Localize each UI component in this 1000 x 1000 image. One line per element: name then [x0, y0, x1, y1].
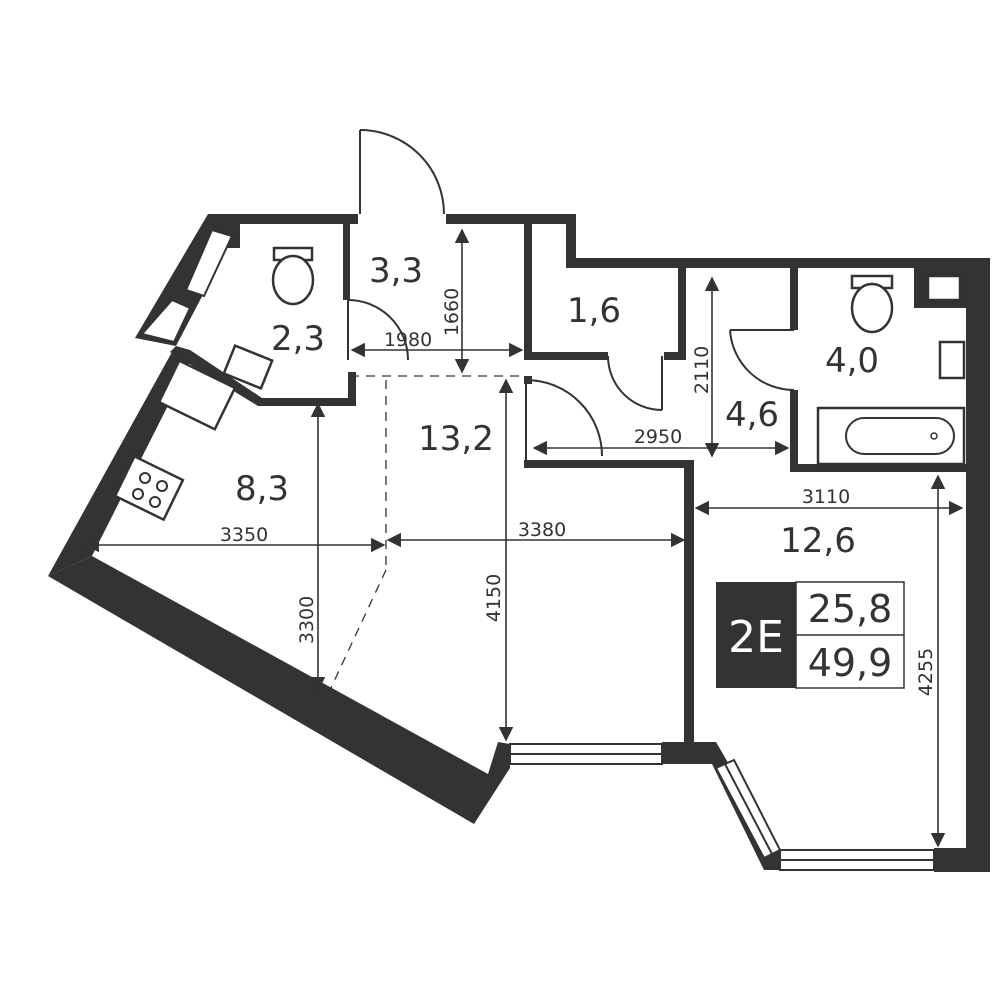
dimension-lines [84, 228, 964, 848]
living-door-swing [525, 379, 603, 457]
dim-living-width-label: 3380 [518, 519, 566, 541]
bathtub-icon [816, 406, 966, 466]
wall-top-left [208, 214, 358, 248]
room-hall-area: 4,6 [725, 395, 779, 435]
wall-bath-left-top [790, 268, 798, 330]
burner-icon [132, 488, 144, 500]
kitchen-sink-icon [157, 359, 237, 431]
windows [140, 228, 935, 871]
zone-boundaries [329, 375, 524, 691]
wc-sink-icon [222, 343, 274, 391]
wall-storage-bottom-a [524, 352, 608, 360]
storage-door-swing [607, 355, 663, 411]
dim-kitchen-depth-label: 3300 [296, 596, 318, 644]
room-bedroom-area: 12,6 [780, 521, 856, 561]
room-kitchen-area: 8,3 [235, 469, 289, 509]
wall-bath-left-bottom [790, 390, 798, 472]
dim-bedroom-depth-label: 4255 [915, 648, 937, 696]
fixtures [113, 246, 966, 522]
wall-wc-right [343, 224, 350, 300]
room-storage-area: 1,6 [567, 291, 621, 331]
bath-sink-icon [938, 340, 966, 380]
window-bay-pane [724, 763, 773, 855]
wall-bath-bottom [790, 464, 966, 472]
badge-code-box [716, 582, 796, 688]
wall-bottom-diagonal [48, 556, 510, 824]
bathtub-inner-icon [845, 417, 955, 455]
wall-bay [662, 742, 780, 870]
dim-corridor-width-label: 1980 [384, 329, 432, 351]
burner-icon [156, 480, 168, 492]
bath-toilet-bowl-icon [850, 282, 894, 334]
dim-bedroom-width-label: 3110 [802, 486, 850, 508]
entrance-door-swing [359, 129, 445, 215]
room-living-area: 13,2 [418, 419, 494, 459]
badge-code: 2E [728, 612, 784, 663]
dim-entrance-depth-label: 1660 [441, 288, 463, 336]
stove-icon [113, 454, 185, 522]
dim-hall-depth-label: 2110 [691, 346, 713, 394]
apartment-badge: 2E 25,8 49,9 [716, 581, 905, 689]
room-bathroom-area: 4,0 [825, 341, 879, 381]
dash-kitchen-diagonal [329, 569, 387, 691]
wall-wc-bottom [170, 346, 356, 406]
wall-storage-bottom-b [664, 352, 686, 360]
bath-door-swing [729, 329, 795, 392]
wall-storage-right [678, 268, 686, 358]
burner-icon [149, 496, 161, 508]
dim-kitchen-width-label: 3350 [220, 524, 268, 546]
drain-icon [930, 432, 938, 440]
badge-living-area: 25,8 [808, 587, 893, 631]
shaft-icon [926, 274, 962, 302]
wall-top-right [446, 214, 990, 268]
dim-hall-width-label: 2950 [634, 426, 682, 448]
badge-total-area: 49,9 [808, 641, 893, 685]
dim-living-depth-label: 4150 [483, 574, 505, 622]
dimension-labels: 1660 1980 2110 2950 3110 3350 3380 3300 … [220, 288, 937, 696]
room-labels: 3,3 2,3 1,6 13,2 8,3 4,6 4,0 12,6 [235, 251, 879, 561]
wall-bottom-right-stub [934, 848, 990, 872]
window-loggia-a [140, 298, 192, 344]
walls [48, 214, 990, 872]
burner-icon [139, 472, 151, 484]
wall-kitchen-left [48, 352, 190, 576]
wall-living-bedroom [524, 460, 694, 744]
window-loggia-b [184, 228, 234, 298]
wall-right [966, 258, 990, 868]
room-entrance-area: 3,3 [369, 251, 423, 291]
wall-storage-left [524, 224, 532, 356]
room-wc-area: 2,3 [271, 319, 325, 359]
toilet-bowl-icon [271, 254, 315, 306]
